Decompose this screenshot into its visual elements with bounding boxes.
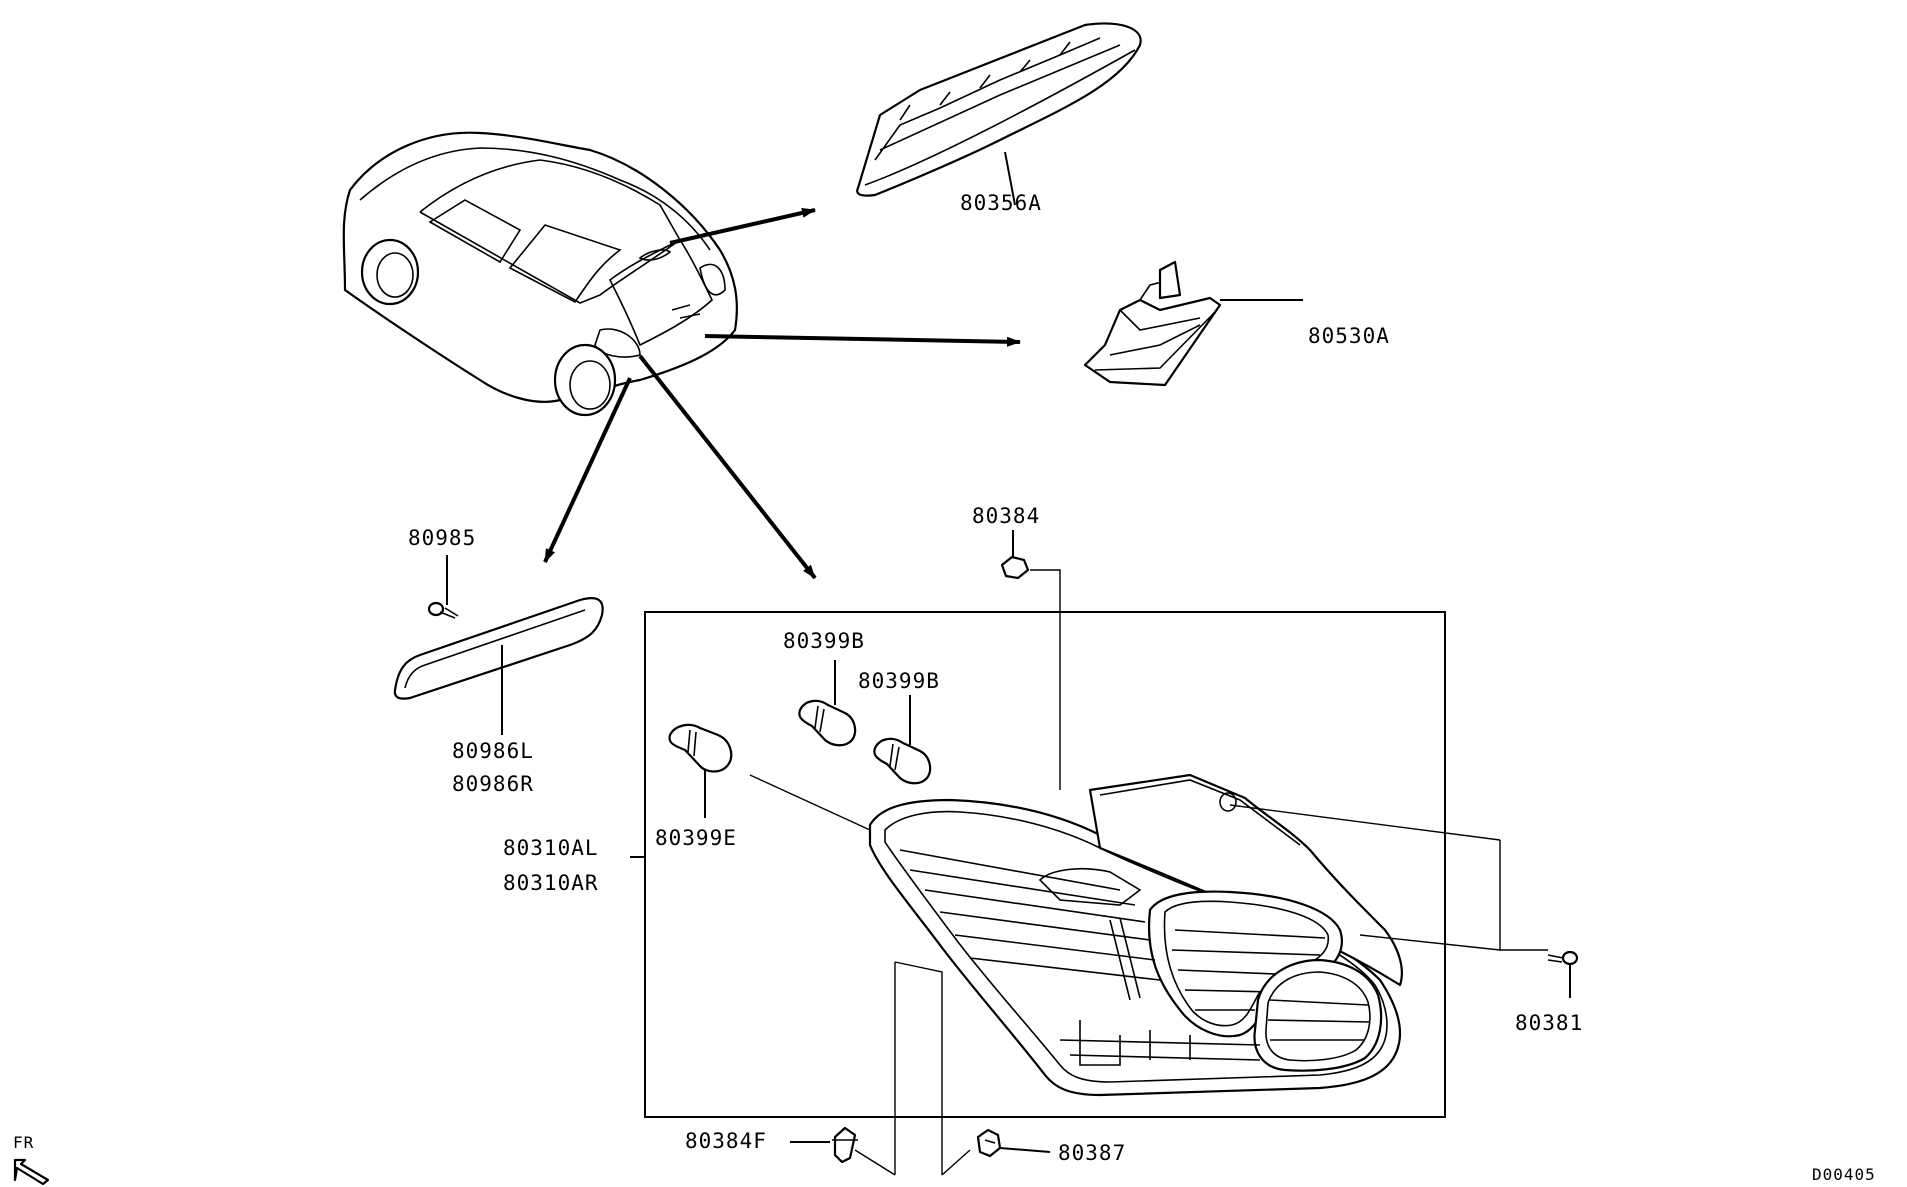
label-80399e: 80399E (655, 826, 737, 850)
tail-lamp-assembly (868, 773, 1403, 1097)
fr-label: FR (13, 1133, 34, 1152)
part-labels: 80356A 80530A 80985 80986L 80986R 80384 … (408, 191, 1876, 1184)
label-80986r: 80986R (452, 772, 534, 796)
label-80381: 80381 (1515, 1011, 1583, 1035)
combination-lamp-box (644, 611, 1446, 1118)
label-80399b-1: 80399B (783, 629, 865, 653)
screw-80985 (427, 601, 459, 619)
label-80985: 80985 (408, 526, 476, 550)
bulb-80399b-1 (798, 699, 857, 747)
label-80384: 80384 (972, 504, 1040, 528)
grommet-80387 (976, 1128, 1002, 1158)
leader-lines (446, 151, 1571, 1176)
license-plate-lamp (1083, 260, 1222, 387)
label-80399b-2: 80399B (858, 669, 940, 693)
screw-80381 (1547, 950, 1579, 966)
high-mount-stop-lamp (856, 22, 1142, 197)
pointer-arrows (543, 208, 1021, 580)
label-80356a: 80356A (960, 191, 1042, 215)
label-80310al: 80310AL (503, 836, 599, 860)
clip-80384 (1000, 555, 1030, 580)
label-80387: 80387 (1058, 1141, 1126, 1165)
car-illustration (342, 131, 738, 417)
reflector (393, 597, 604, 700)
bulb-80399e (668, 723, 733, 773)
label-80530a: 80530A (1308, 324, 1390, 348)
clip-80384f (832, 1126, 858, 1164)
label-80986l: 80986L (452, 739, 534, 763)
bulb-80399b-2 (873, 737, 932, 785)
diagram-code: D00405 (1812, 1165, 1876, 1184)
label-80310ar: 80310AR (503, 871, 599, 895)
label-80384f: 80384F (685, 1129, 767, 1153)
front-direction-marker: FR (13, 1133, 50, 1186)
